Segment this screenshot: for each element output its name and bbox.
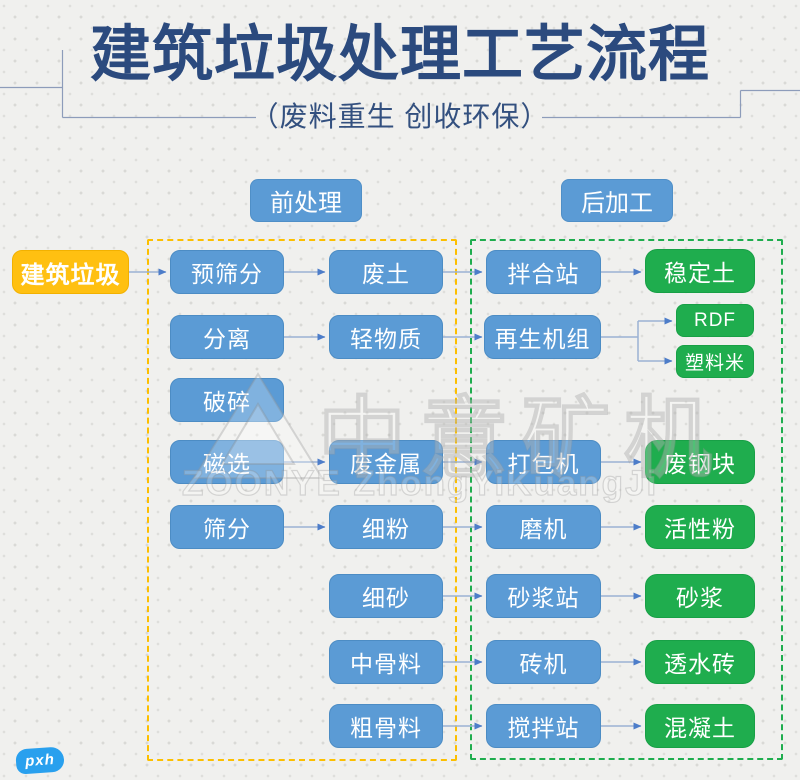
flow-node-stirring-station: 搅拌站: [486, 704, 601, 748]
page-subtitle: （废料重生 创收环保）: [250, 101, 550, 132]
flow-node-scrap-steel-block: 废钢块: [645, 440, 755, 484]
flow-node-grinding-mill: 磨机: [486, 505, 601, 549]
flow-node-mixing-station: 拌合站: [486, 250, 601, 294]
flow-node-light-material: 轻物质: [329, 315, 443, 359]
flow-node-separation: 分离: [170, 315, 284, 359]
flow-node-scrap-metal: 废金属: [329, 440, 443, 484]
flow-node-rdf: RDF: [676, 304, 754, 337]
flow-node-brick-machine: 砖机: [486, 640, 601, 684]
signature-badge: pxh: [15, 746, 65, 775]
flow-node-coarse-aggregate: 粗骨料: [329, 704, 443, 748]
flow-node-crushing: 破碎: [170, 378, 284, 422]
flow-node-permeable-brick: 透水砖: [645, 640, 755, 684]
page-title: 建筑垃圾处理工艺流程: [89, 20, 710, 88]
flow-node-waste-soil: 废土: [329, 250, 443, 294]
flow-node-screening: 筛分: [170, 505, 284, 549]
section-label-pretreatment: 前处理: [250, 179, 362, 222]
flow-node-construction-waste: 建筑垃圾: [12, 250, 129, 294]
flow-node-magnetic-separation: 磁选: [170, 440, 284, 484]
flow-node-concrete: 混凝土: [645, 704, 755, 748]
section-label-postprocess: 后加工: [561, 179, 673, 222]
flow-node-baler: 打包机: [486, 440, 601, 484]
flow-node-pre-screening: 预筛分: [170, 250, 284, 294]
flow-node-fine-powder: 细粉: [329, 505, 443, 549]
container-postprocess: [470, 239, 783, 760]
flow-node-plastic-pellets: 塑料米: [676, 345, 754, 378]
flow-node-active-powder: 活性粉: [645, 505, 755, 549]
flow-node-medium-aggregate: 中骨料: [329, 640, 443, 684]
flow-node-mortar: 砂浆: [645, 574, 755, 618]
flow-node-fine-sand: 细砂: [329, 574, 443, 618]
flow-node-regeneration-unit: 再生机组: [484, 315, 601, 359]
flow-node-stabilized-soil: 稳定土: [645, 249, 755, 293]
flow-node-mortar-station: 砂浆站: [486, 574, 601, 618]
container-pretreatment: [147, 239, 457, 761]
